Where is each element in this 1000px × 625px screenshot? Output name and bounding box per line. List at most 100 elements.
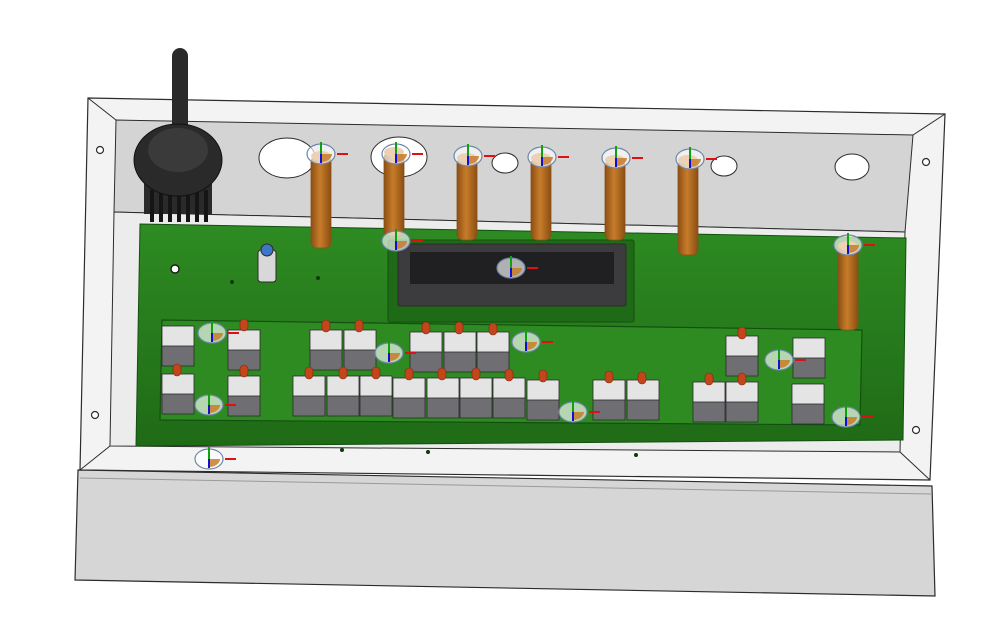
mate-connector-icon[interactable] (381, 142, 423, 165)
push-button-icon[interactable] (459, 377, 493, 399)
mate-connector-icon[interactable] (511, 330, 553, 353)
push-button-icon[interactable] (443, 331, 477, 353)
front-panel-lip (79, 477, 933, 495)
switch-body (443, 349, 477, 373)
switch-body (592, 397, 626, 421)
push-button-icon[interactable] (526, 379, 560, 401)
mate-quadrant (396, 241, 407, 249)
lcd-module[interactable] (387, 239, 635, 323)
led-icon[interactable] (172, 363, 182, 377)
push-button-icon[interactable] (227, 375, 261, 397)
panel-hole (710, 155, 738, 177)
led-group[interactable] (172, 318, 747, 386)
switch-group[interactable] (161, 325, 826, 425)
switch-body (392, 395, 426, 419)
led-icon[interactable] (437, 367, 447, 381)
mate-connector-icon[interactable] (558, 400, 600, 423)
push-button-icon[interactable] (161, 325, 195, 347)
mate-connector-icon[interactable] (496, 256, 538, 279)
switch-body (161, 343, 195, 367)
led-icon[interactable] (454, 321, 464, 335)
connector-pin (195, 190, 199, 222)
mate-connector-group[interactable] (194, 142, 875, 470)
led-icon[interactable] (471, 367, 481, 381)
switch-body (309, 347, 343, 371)
mate-quadrant (573, 412, 584, 420)
push-button-icon[interactable] (791, 383, 825, 405)
mate-connector-icon[interactable] (374, 341, 416, 364)
led-icon[interactable] (404, 367, 414, 381)
mate-connector-icon[interactable] (764, 348, 806, 371)
standoff-icon[interactable] (677, 159, 699, 256)
pcb-potentiometer-knob-icon (260, 243, 274, 257)
push-button-icon[interactable] (309, 329, 343, 351)
standoff-group[interactable] (310, 147, 859, 331)
led-icon[interactable] (421, 321, 431, 335)
mate-connector-icon[interactable] (381, 229, 423, 252)
led-icon[interactable] (321, 319, 331, 333)
switch-body (626, 397, 660, 421)
pcb-via (340, 448, 344, 452)
standoff-icon[interactable] (310, 155, 332, 249)
pcb-via (230, 280, 234, 284)
screw-icon (911, 425, 921, 435)
led-icon[interactable] (737, 326, 747, 340)
connector-pin (186, 190, 190, 222)
switch-body (526, 397, 560, 421)
push-button-icon[interactable] (792, 337, 826, 359)
pcb-mount-hole (170, 264, 180, 274)
led-icon[interactable] (538, 369, 548, 383)
mate-quadrant (616, 158, 627, 166)
standoff-icon[interactable] (837, 245, 859, 331)
connector-pin (159, 190, 163, 222)
pcb-via (316, 276, 320, 280)
led-icon[interactable] (239, 318, 249, 332)
mate-connector-icon[interactable] (675, 147, 717, 170)
mate-connector-icon[interactable] (306, 142, 348, 165)
switch-body (343, 347, 377, 371)
round-connector[interactable] (133, 123, 223, 222)
led-icon[interactable] (239, 364, 249, 378)
mate-connector-icon[interactable] (453, 144, 495, 167)
screw-icon (95, 145, 105, 155)
led-icon[interactable] (488, 322, 498, 336)
led-icon[interactable] (704, 372, 714, 386)
push-button-icon[interactable] (161, 373, 195, 395)
screw-icon (90, 410, 100, 420)
mate-connector-icon[interactable] (194, 447, 236, 470)
panel-hole (834, 153, 870, 181)
mate-connector-icon[interactable] (197, 321, 239, 344)
enclosure-front-panel[interactable] (74, 469, 936, 597)
push-button-icon[interactable] (409, 331, 443, 353)
led-icon[interactable] (504, 368, 514, 382)
push-button-icon[interactable] (343, 329, 377, 351)
led-icon[interactable] (737, 372, 747, 386)
switch-body (326, 393, 360, 417)
led-icon[interactable] (604, 370, 614, 384)
mate-connector-icon[interactable] (194, 393, 236, 416)
led-icon[interactable] (354, 319, 364, 333)
mate-quadrant (321, 154, 332, 162)
led-icon[interactable] (371, 366, 381, 380)
standoff-icon[interactable] (604, 159, 626, 241)
mate-quadrant (779, 360, 790, 368)
push-button-icon[interactable] (426, 377, 460, 399)
standoff-icon[interactable] (383, 151, 405, 237)
connector-pin (177, 190, 181, 222)
mate-connector-icon[interactable] (833, 233, 875, 256)
led-icon[interactable] (338, 366, 348, 380)
rim-corner-tl (87, 97, 117, 121)
mate-connector-icon[interactable] (831, 405, 873, 428)
mate-connector-icon[interactable] (527, 145, 569, 168)
switch-body (161, 391, 195, 415)
mate-quadrant (209, 459, 220, 467)
push-button-icon[interactable] (392, 377, 426, 399)
pcb-via (426, 450, 430, 454)
panel-hole (258, 137, 316, 179)
standoff-icon[interactable] (456, 157, 478, 241)
mate-connector-icon[interactable] (601, 146, 643, 169)
led-icon[interactable] (637, 371, 647, 385)
led-icon[interactable] (304, 366, 314, 380)
standoff-icon[interactable] (530, 157, 552, 241)
